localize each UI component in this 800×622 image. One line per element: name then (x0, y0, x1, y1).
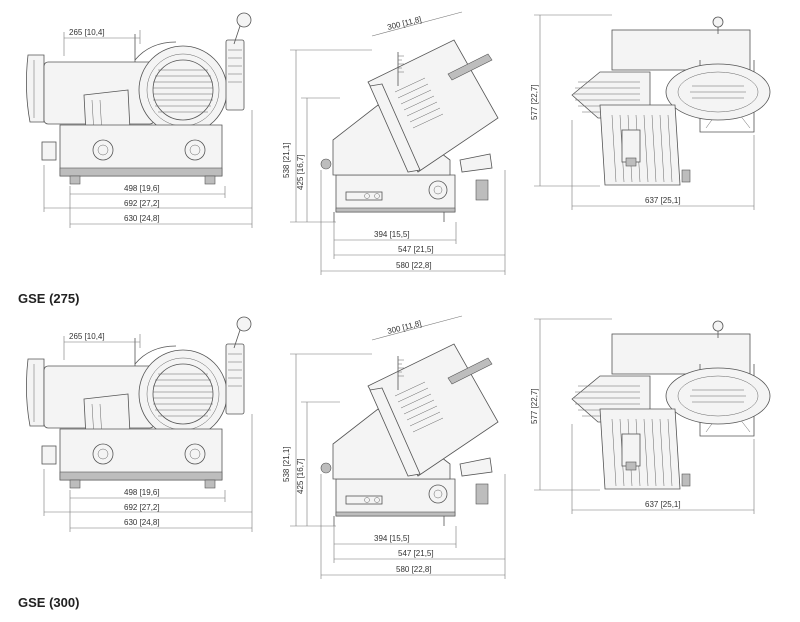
dim-side-body-height-275: 425 [16,7] (296, 154, 305, 190)
dim-side-total-height-275: 538 [21,1] (282, 142, 291, 178)
dim-top-width-300: 637 [25,1] (645, 500, 681, 509)
dim-front-base-275: 498 [19,6] (124, 184, 160, 193)
dim-front-total-width-275: 692 [27,2] (124, 199, 160, 208)
dim-side-mid-depth-275: 547 [21,5] (398, 245, 434, 254)
dim-side-carriage-275: 300 [11,8] (386, 15, 422, 32)
model-275-drawings: 265 [10,4] 498 [19,6] 692 [27,2] 630 [24… (25, 11, 771, 275)
dim-side-carriage-300: 300 [11,8] (386, 319, 422, 336)
model-300-drawings: 265 [10,4] 498 [19,6] 692 [27,2] 630 [24… (25, 315, 771, 579)
dim-front-total-width-300: 692 [27,2] (124, 503, 160, 512)
dim-front-feet-width-300: 630 [24,8] (124, 518, 160, 527)
dim-side-total-depth-275: 580 [22,8] (396, 261, 432, 270)
model-label-300: GSE (300) (18, 595, 80, 610)
dim-side-base-depth-300: 394 [15,5] (374, 534, 410, 543)
top-view-275 (571, 16, 771, 186)
front-view-275 (25, 12, 252, 185)
front-view-300 (25, 316, 252, 489)
dim-front-feet-width-275: 630 [24,8] (124, 214, 160, 223)
dim-side-mid-depth-300: 547 [21,5] (398, 549, 434, 558)
dim-side-base-depth-275: 394 [15,5] (374, 230, 410, 239)
dim-side-total-height-300: 538 [21,1] (282, 446, 291, 482)
dim-front-blade-offset-300: 265 [10,4] (69, 332, 105, 341)
dim-top-width-275: 637 [25,1] (645, 196, 681, 205)
dim-top-height-300: 577 [22,7] (530, 388, 539, 424)
side-view-275 (320, 39, 499, 223)
top-view-300 (571, 320, 771, 490)
dim-side-total-depth-300: 580 [22,8] (396, 565, 432, 574)
dim-front-base-300: 498 [19,6] (124, 488, 160, 497)
dim-top-height-275: 577 [22,7] (530, 84, 539, 120)
model-label-275: GSE (275) (18, 291, 80, 306)
dim-front-blade-offset-275: 265 [10,4] (69, 28, 105, 37)
side-view-300 (320, 343, 499, 527)
dim-side-body-height-300: 425 [16,7] (296, 458, 305, 494)
